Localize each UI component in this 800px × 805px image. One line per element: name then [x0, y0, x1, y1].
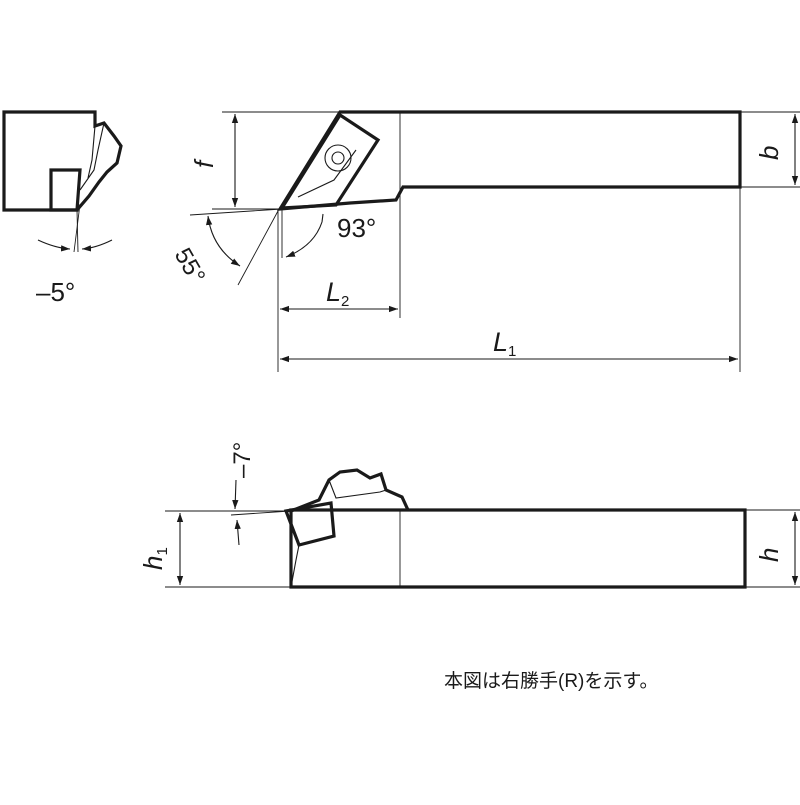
end-view-angle-ext-2 — [73, 203, 81, 253]
angle-93-arc — [285, 221, 323, 258]
L1-label: L1 — [493, 327, 516, 360]
angle-55-ext-a — [189, 208, 283, 216]
L1-main: L — [493, 327, 508, 357]
angle-55-ext-b — [237, 210, 279, 286]
h1-label: h1 — [138, 547, 171, 570]
b-label: b — [754, 146, 784, 160]
L2-label: L2 — [326, 277, 349, 310]
h1-sub: 1 — [154, 547, 171, 555]
side-view-shank — [289, 508, 747, 589]
angle-55-arc — [205, 215, 241, 267]
angle-neg7-ext — [230, 510, 291, 516]
top-view: f b L2 L1 93° 55° — [169, 110, 800, 372]
side-view-insert-edge — [290, 544, 300, 588]
angle-93-arc-start — [321, 213, 324, 223]
end-view-angle-ext-1 — [76, 209, 79, 253]
L2-main: L — [326, 277, 341, 307]
f-label: f — [189, 158, 219, 168]
angle-neg7-label: –7° — [229, 442, 256, 478]
L1-sub: 1 — [508, 343, 516, 360]
side-view-clamp-detail — [328, 479, 387, 499]
angle-neg7-arrow-bottom — [234, 519, 241, 546]
angle-55-label: 55° — [169, 244, 211, 289]
end-view-clamp-detail — [79, 122, 105, 191]
h1-main: h — [138, 556, 168, 570]
end-view-insert — [49, 168, 82, 212]
top-view-insert-seat — [297, 149, 357, 198]
drawing-note: 本図は右勝手(R)を示す。 — [444, 671, 659, 692]
angle-neg5-label: –5° — [36, 277, 75, 307]
angle-neg7-arrow-top — [232, 479, 239, 510]
end-view: –5° — [2, 110, 123, 307]
end-view-angle-arc-left — [37, 239, 71, 252]
side-view-insert — [283, 501, 336, 547]
h-label: h — [754, 548, 784, 562]
L2-sub: 2 — [341, 293, 349, 310]
top-view-insert — [279, 112, 381, 210]
side-view: h1 h –7° — [138, 442, 800, 589]
insert-screw-hole-inner — [331, 151, 345, 165]
top-view-shank — [276, 110, 742, 211]
side-view-head — [290, 468, 410, 513]
angle-93-label: 93° — [337, 213, 376, 243]
insert-screw-hole-outer — [324, 144, 352, 172]
end-view-angle-arc-right — [81, 239, 113, 252]
